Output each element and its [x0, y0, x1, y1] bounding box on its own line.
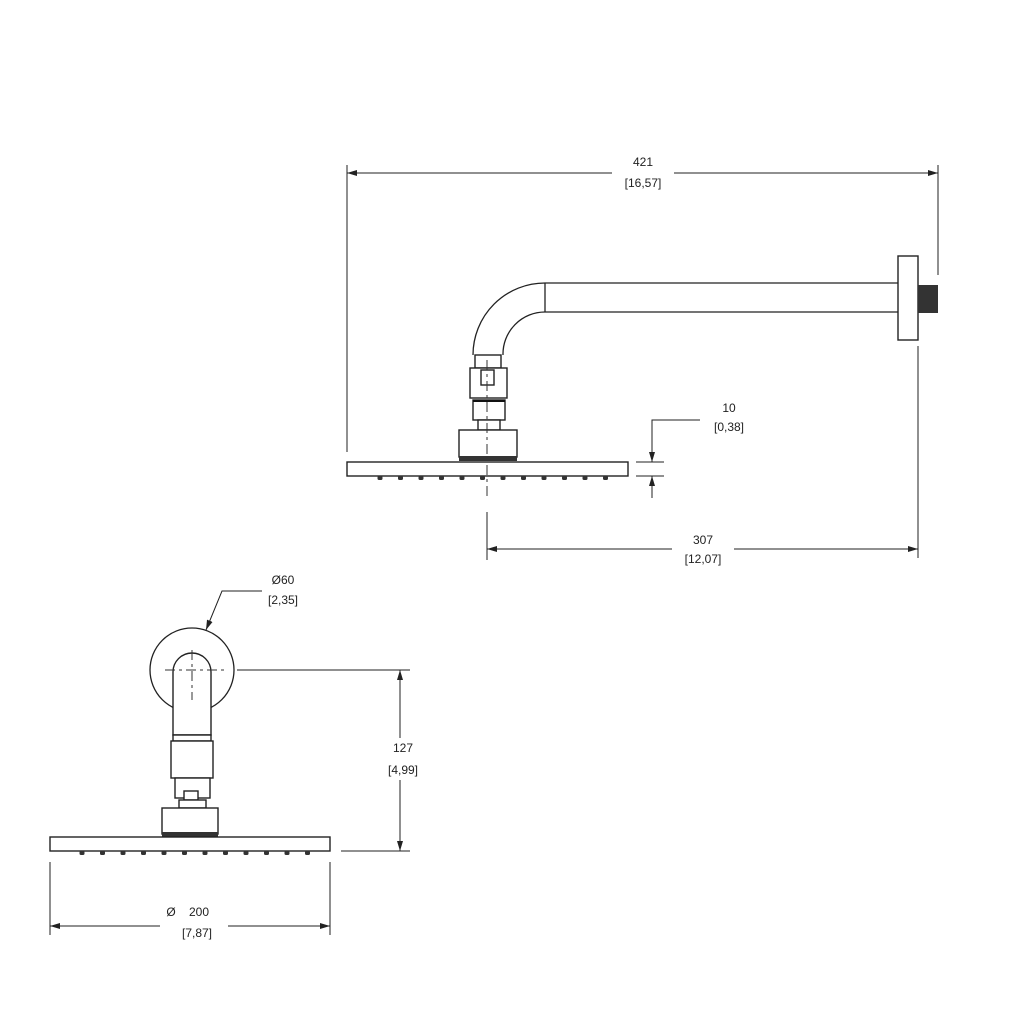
nozzle: [603, 476, 608, 480]
nozzle: [79, 851, 85, 855]
nozzle: [305, 851, 310, 855]
shower-arm: [472, 255, 938, 356]
diameter-symbol: Ø: [166, 905, 175, 919]
thread-connector: [918, 285, 938, 313]
nozzle: [264, 851, 269, 855]
dimension-rosette-diameter: Ø60 [2,35]: [205, 573, 298, 631]
dim-label-mm: Ø60: [272, 573, 295, 587]
dimension-head-thickness: 10 [0,38]: [636, 401, 744, 498]
nozzle: [582, 476, 588, 480]
nozzle: [459, 476, 465, 480]
dim-label-mm: 10: [722, 401, 736, 415]
dimension-drop-height: 127 [4,99]: [237, 669, 418, 852]
nozzle: [161, 851, 167, 855]
dim-label-in: [16,57]: [625, 176, 662, 190]
dim-label-in: [0,38]: [714, 420, 744, 434]
nozzle: [500, 476, 506, 480]
dim-label-mm: 307: [693, 533, 713, 547]
nozzle: [223, 851, 228, 855]
dim-label-in: [4,99]: [388, 763, 418, 777]
dim-label-in: [2,35]: [268, 593, 298, 607]
nozzle: [541, 476, 547, 480]
nozzle: [100, 851, 105, 855]
nozzle: [398, 476, 403, 480]
dimension-overall-length: 421 [16,57]: [346, 155, 939, 452]
ball-joint: [458, 354, 518, 461]
nozzle: [377, 476, 383, 480]
dim-label-mm: 200: [189, 905, 209, 919]
wall-flange: [897, 255, 919, 341]
front-view: Ø60 [2,35] 127 [4,99] Ø 200 [7,87]: [49, 573, 418, 940]
nozzle: [439, 476, 444, 480]
dim-label-in: [12,07]: [685, 552, 722, 566]
nozzle: [418, 476, 424, 480]
side-view: 421 [16,57] 307 [12,07] 10 [0,38]: [346, 155, 939, 566]
dimension-projection: 307 [12,07]: [486, 346, 919, 566]
dim-label-mm: 421: [633, 155, 653, 169]
dimension-head-diameter: Ø 200 [7,87]: [49, 862, 331, 940]
nozzle: [202, 851, 208, 855]
dim-label-mm: 127: [393, 741, 413, 755]
nozzle: [480, 476, 485, 480]
nozzle: [521, 476, 526, 480]
nozzle: [120, 851, 126, 855]
nozzle: [182, 851, 187, 855]
nozzle: [243, 851, 249, 855]
shower-head-front: [49, 836, 331, 855]
dim-label-in: [7,87]: [182, 926, 212, 940]
nozzle: [562, 476, 567, 480]
ball-joint-front: [161, 734, 219, 837]
nozzle: [284, 851, 290, 855]
nozzle: [141, 851, 146, 855]
